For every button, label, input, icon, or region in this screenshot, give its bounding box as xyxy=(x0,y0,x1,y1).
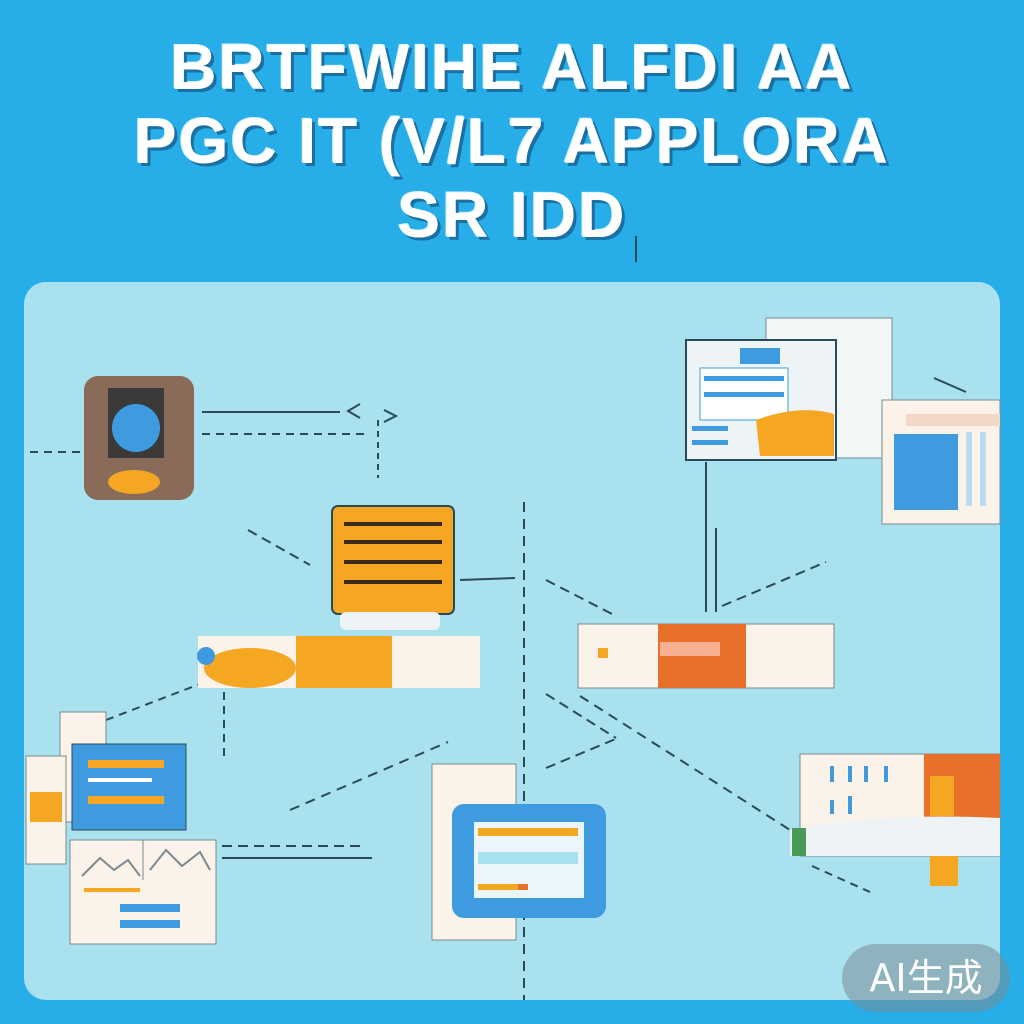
document-node xyxy=(331,505,455,630)
chart-bar xyxy=(830,800,834,814)
card-line xyxy=(88,778,152,782)
image-card-node xyxy=(69,839,217,945)
chart-bar xyxy=(848,796,852,814)
browser-row xyxy=(478,852,578,864)
card-small-fill xyxy=(30,792,62,822)
window-row xyxy=(704,376,784,381)
toggle-icon xyxy=(197,647,215,665)
window-row xyxy=(692,440,728,445)
mountain-icon xyxy=(81,856,141,877)
title-block: BRTFWIHE ALFDI AA PGC IT (V/L7 APPLORA S… xyxy=(0,30,1024,252)
arrowhead xyxy=(346,403,361,419)
device-node xyxy=(84,376,194,500)
mountain-icon xyxy=(149,848,211,871)
device-blob xyxy=(108,470,160,494)
chart-node xyxy=(790,753,1001,886)
connector xyxy=(105,683,201,721)
chart-bar xyxy=(848,766,852,782)
card-line xyxy=(88,796,164,804)
side-panel-stripe xyxy=(966,432,972,506)
title-line-2: PGC IT (V/L7 APPLORA xyxy=(134,105,890,177)
document-base xyxy=(340,612,440,630)
browser-bar xyxy=(478,828,578,836)
title-line-3: SR IDD xyxy=(397,179,627,251)
toggle-node xyxy=(197,636,480,688)
connector xyxy=(459,577,516,581)
slider-node xyxy=(577,623,835,689)
card-front xyxy=(71,743,187,831)
window-row xyxy=(692,426,728,431)
ai-generated-badge: AI生成 xyxy=(842,944,1010,1012)
image-card-bar xyxy=(84,888,140,892)
side-panel-stripe xyxy=(980,432,986,506)
browser-row xyxy=(518,884,528,890)
chart-accent xyxy=(930,776,954,816)
document-line xyxy=(344,560,442,564)
image-card-row xyxy=(120,904,180,912)
connector xyxy=(811,865,871,893)
document-line xyxy=(344,580,442,584)
connector xyxy=(247,529,311,566)
side-panel-header xyxy=(906,414,1000,426)
chart-bar xyxy=(884,766,888,782)
connector xyxy=(721,561,827,607)
connector xyxy=(289,741,449,811)
connector xyxy=(579,695,791,831)
chart-bar xyxy=(864,766,868,782)
browser-node xyxy=(431,763,606,941)
slider-dot xyxy=(598,648,608,658)
device-icon xyxy=(112,404,160,452)
window-node xyxy=(685,317,893,461)
connector xyxy=(933,377,967,393)
toggle-fill xyxy=(296,636,392,688)
document-line xyxy=(344,522,442,526)
chart-bar xyxy=(830,766,834,782)
chart-wave xyxy=(790,816,1000,856)
window-row xyxy=(704,392,784,397)
connector xyxy=(545,737,619,769)
browser-row xyxy=(478,884,518,890)
toggle-blob xyxy=(204,648,296,688)
card-line xyxy=(88,760,164,768)
chart-tab xyxy=(930,856,958,886)
document-line xyxy=(344,540,442,544)
window-blob xyxy=(756,410,834,456)
title-line-1: BRTFWIHE ALFDI AA xyxy=(170,31,854,103)
connector xyxy=(545,693,617,739)
side-panel-node xyxy=(881,399,1001,525)
connector xyxy=(545,579,613,615)
card-node xyxy=(25,711,187,865)
window-header xyxy=(740,348,780,364)
chart-edge xyxy=(792,828,806,856)
arrowhead xyxy=(383,409,399,423)
image-card-row xyxy=(120,920,180,928)
side-panel-block xyxy=(894,434,958,510)
slider-highlight xyxy=(660,642,720,656)
